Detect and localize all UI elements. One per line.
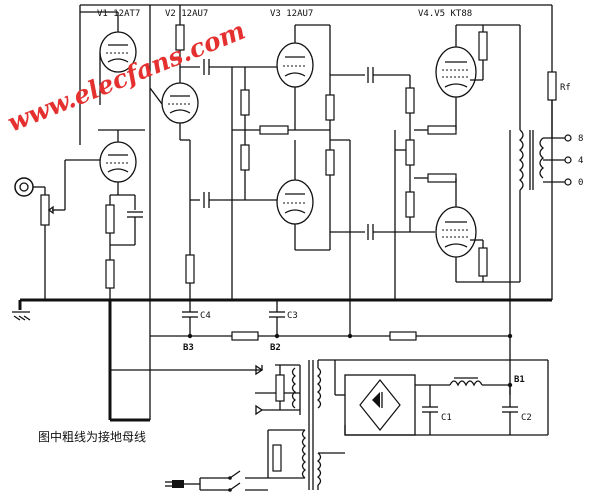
filter-network xyxy=(344,377,548,436)
output-tap-0: 0 xyxy=(578,178,583,188)
bridge-rectifier xyxy=(334,360,450,436)
output-tap-4: 4 xyxy=(578,156,583,166)
label-rf: Rf xyxy=(560,83,571,93)
tube-v3-upper xyxy=(276,24,330,130)
label-b1: B1 xyxy=(514,375,525,385)
tube-v4 xyxy=(435,24,520,110)
label-c4: C4 xyxy=(200,311,211,321)
v1-cathode-network xyxy=(105,194,143,300)
label-b3: B3 xyxy=(183,343,194,353)
v3-network xyxy=(231,25,435,300)
tube-v3-lower xyxy=(276,140,330,251)
power-transformer xyxy=(255,359,549,490)
mains-input xyxy=(165,430,269,492)
ps-ground xyxy=(110,336,262,420)
label-c1: C1 xyxy=(441,413,452,423)
caption: 图中粗线为接地母线 xyxy=(38,429,146,444)
label-v3: V3 12AU7 xyxy=(270,9,313,19)
tube-v1-upper xyxy=(80,11,137,105)
ground-bus xyxy=(12,298,552,422)
label-v1: V1 12AT7 xyxy=(97,9,140,19)
v2-anode-network xyxy=(175,5,278,300)
output-tap-8: 8 xyxy=(578,134,583,144)
heater-taps xyxy=(255,364,300,416)
label-v45: V4.V5 KT88 xyxy=(418,9,472,19)
label-b2: B2 xyxy=(270,343,281,353)
decoupling-caps xyxy=(182,300,513,341)
output-transformer xyxy=(518,25,572,282)
label-c2: C2 xyxy=(521,413,532,423)
label-c3: C3 xyxy=(287,311,298,321)
output-stage-network xyxy=(394,25,511,300)
tube-v1-lower xyxy=(98,129,145,195)
input-jack xyxy=(14,159,100,300)
frame-wires xyxy=(79,4,553,395)
tube-v2 xyxy=(149,67,199,141)
label-v2: V2 12AU7 xyxy=(165,9,208,19)
tube-v5 xyxy=(435,195,520,283)
